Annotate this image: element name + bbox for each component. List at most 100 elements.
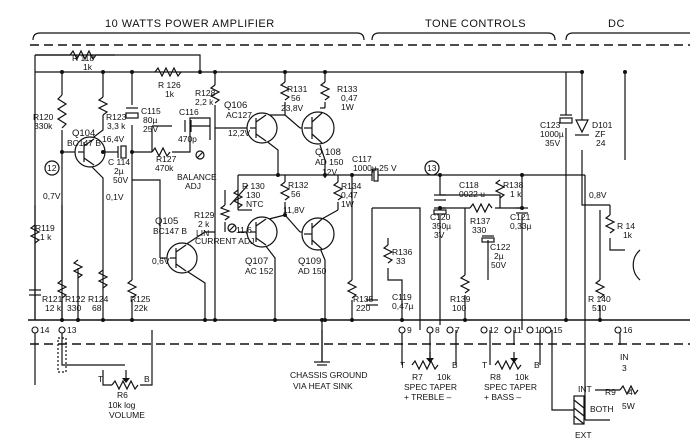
pot-r6-t: T bbox=[98, 374, 103, 384]
label-c114-voltage: 50V bbox=[113, 175, 128, 185]
voltage-23-8: 23,8V bbox=[281, 103, 304, 113]
junction-dots bbox=[60, 70, 627, 322]
label-r140-value: 510 bbox=[592, 303, 606, 313]
label-r7-taper: SPEC TAPER bbox=[404, 382, 457, 392]
label-r130-type: NTC bbox=[246, 199, 263, 209]
label-r138-value: 1 k bbox=[510, 189, 522, 199]
terminal-13: 13 bbox=[58, 325, 77, 335]
label-r132-name: R132 bbox=[288, 180, 309, 190]
label-r7-value: 10k bbox=[437, 372, 451, 382]
label-r8-name: R8 bbox=[490, 372, 501, 382]
bracket-tone bbox=[371, 32, 556, 41]
label-c121-value: 0,33µ bbox=[510, 221, 532, 231]
label-c118-name: C118 bbox=[459, 180, 479, 190]
label-r120-name: R120 bbox=[33, 112, 54, 122]
label-d101-voltage: 24 bbox=[596, 138, 606, 148]
label-r8-function: + BASS – bbox=[484, 392, 521, 402]
label-r134-power: 1W bbox=[341, 199, 354, 209]
terminal-strip: 14 13 9 8 7 12 11 10 15 16 bbox=[31, 325, 633, 335]
label-r124-value: 68 bbox=[92, 303, 102, 313]
label-chassis-ground: CHASSIS GROUND bbox=[290, 370, 367, 380]
labels: 12 13 R 118 1k R 126 1k R128 2,2 k R131 … bbox=[33, 53, 635, 440]
label-q107-type: AC 152 bbox=[245, 266, 274, 276]
label-r6-function: VOLUME bbox=[109, 410, 145, 420]
voltage-11-6: 11,6 bbox=[236, 225, 252, 235]
label-r135-name: R135 bbox=[353, 294, 374, 304]
label-r120-value: 330k bbox=[34, 121, 53, 131]
pot-r8-symbol bbox=[494, 352, 522, 371]
label-switch-both: BOTH bbox=[590, 404, 614, 414]
label-r122-name: R122 bbox=[65, 294, 86, 304]
label-r133-name: R133 bbox=[337, 84, 358, 94]
label-r14-value: 1k bbox=[623, 230, 633, 240]
capacitor-c122-symbol bbox=[481, 235, 495, 243]
resistor-r138-symbol bbox=[494, 179, 506, 199]
voltage-0-8: 0,8V bbox=[589, 190, 607, 200]
label-q105-name: Q105 bbox=[155, 216, 178, 227]
label-c118-value: 0022 u bbox=[459, 189, 485, 199]
label-r140-name: R 140 bbox=[588, 294, 611, 304]
label-r130-value: 130 bbox=[246, 190, 260, 200]
terminal-7: 7 bbox=[446, 325, 460, 335]
label-r137-value: 330 bbox=[472, 225, 486, 235]
terminal-14: 14 bbox=[31, 325, 50, 335]
capacitor-c123-symbol bbox=[559, 114, 573, 124]
label-c123-name: C123 bbox=[540, 120, 561, 130]
label-r118-name: R 118 bbox=[72, 53, 94, 63]
pot-r6-symbol bbox=[111, 370, 139, 391]
section-headers: 10 WATTS POWER AMPLIFIER TONE CONTROLS D… bbox=[30, 18, 690, 345]
label-c115-voltage: 25V bbox=[143, 124, 158, 134]
label-r134-name: R134 bbox=[341, 181, 362, 191]
label-r6-name: R6 bbox=[117, 390, 128, 400]
voltage-12-2: 12,2V bbox=[228, 128, 251, 138]
label-q109-name: Q109 bbox=[298, 256, 321, 267]
label-r8-taper: SPEC TAPER bbox=[484, 382, 537, 392]
transistor-q106-symbol bbox=[246, 112, 278, 144]
component-symbols bbox=[29, 49, 641, 425]
label-d101-name: D101 bbox=[592, 120, 613, 130]
label-r118-value: 1k bbox=[83, 62, 93, 72]
resistor-r122-symbol bbox=[72, 259, 84, 279]
label-r125-value: 22k bbox=[134, 303, 148, 313]
capacitor-c116-symbol bbox=[184, 120, 192, 132]
label-d101-type: ZF bbox=[595, 129, 605, 139]
header-power-amplifier: 10 WATTS POWER AMPLIFIER bbox=[105, 18, 275, 30]
label-r129-name: R129 bbox=[194, 210, 215, 220]
label-c120-value: 350µ bbox=[432, 221, 451, 231]
label-c122-voltage: 50V bbox=[491, 260, 506, 270]
label-c120-voltage: 3V bbox=[434, 230, 445, 240]
diode-d101-symbol bbox=[575, 119, 589, 136]
label-r127-name: R127 bbox=[156, 154, 177, 164]
node-marker-13-ring bbox=[424, 160, 440, 176]
label-right-3: 3 bbox=[622, 363, 627, 373]
label-q106-name: Q106 bbox=[224, 100, 247, 111]
resistor-r136-symbol bbox=[382, 244, 394, 264]
label-r129-value: 2 k bbox=[198, 219, 210, 229]
svg-text:14: 14 bbox=[40, 325, 50, 335]
label-r133-value: 0,47 bbox=[341, 93, 358, 103]
label-r131-value: 56 bbox=[291, 93, 301, 103]
label-r6-value: 10k log bbox=[108, 400, 136, 410]
label-r8-value: 10k bbox=[515, 372, 529, 382]
label-r123-name: R123 bbox=[106, 112, 127, 122]
label-r14-name: R 14 bbox=[617, 221, 635, 231]
svg-text:7: 7 bbox=[455, 325, 460, 335]
label-c119-value: 0,47µ bbox=[392, 301, 414, 311]
terminal-11: 11 bbox=[504, 325, 522, 335]
capacitor-c115-symbol bbox=[125, 107, 139, 119]
label-r9-power: 5W bbox=[622, 401, 635, 411]
label-r128-value: 2,2 k bbox=[195, 97, 214, 107]
transistor-q109-symbol bbox=[301, 217, 335, 251]
voltage-0-6: 0,6V bbox=[152, 256, 170, 266]
resistor-r121-symbol bbox=[56, 279, 68, 299]
label-r126-name: R 126 bbox=[158, 80, 181, 90]
capacitor-c118-symbol bbox=[434, 194, 446, 201]
transistor-q104-symbol bbox=[74, 136, 106, 168]
resistor-r135-symbol bbox=[346, 279, 358, 299]
label-r128-name: R128 bbox=[195, 88, 216, 98]
label-c117-value: 1000µ 25 V bbox=[353, 163, 397, 173]
resistor-r14-symbol bbox=[604, 214, 616, 234]
label-c116-name: C116 bbox=[179, 107, 199, 117]
svg-text:10: 10 bbox=[535, 325, 545, 335]
voltage-0-1: 0,1V bbox=[106, 192, 124, 202]
